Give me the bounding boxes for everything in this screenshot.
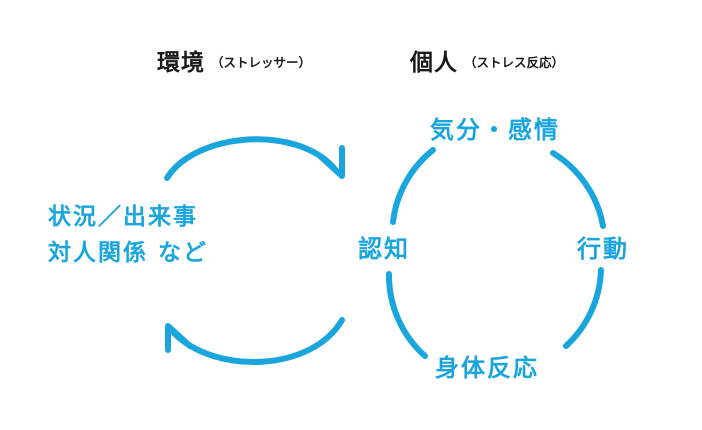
stressor-examples: 状況／出来事 対人関係 など: [48, 206, 208, 278]
cycle-node-behavior: 行動: [577, 235, 629, 263]
individual-title: 個人: [410, 50, 458, 76]
cycle-arc-body-cognition: [385, 271, 428, 359]
arrow-env-to-individual: [164, 136, 337, 181]
cycle-arc-cognition-mood: [390, 147, 436, 225]
environment-heading: 環境 （ストレッサー）: [157, 52, 311, 75]
cycle-node-mood: 気分・感情: [430, 116, 560, 144]
arrow-individual-to-env: [171, 317, 345, 365]
environment-title: 環境: [157, 50, 205, 76]
cycle-node-body: 身体反応: [435, 354, 539, 382]
arrow-individual-to-env-head: [165, 323, 193, 353]
arrow-env-to-individual-head: [317, 145, 345, 179]
cycle-arc-behavior-body: [563, 267, 604, 349]
cycle-node-cognition: 認知: [358, 235, 410, 263]
individual-heading: 個人 （ストレス反応）: [410, 52, 564, 75]
environment-subtitle: （ストレッサー）: [211, 55, 312, 70]
stressor-line-2: 対人関係 など: [48, 240, 209, 266]
cycle-arc-mood-behavior: [550, 150, 606, 229]
individual-subtitle: （ストレス反応）: [464, 55, 565, 70]
stressor-line-1: 状況／出来事: [48, 204, 198, 230]
